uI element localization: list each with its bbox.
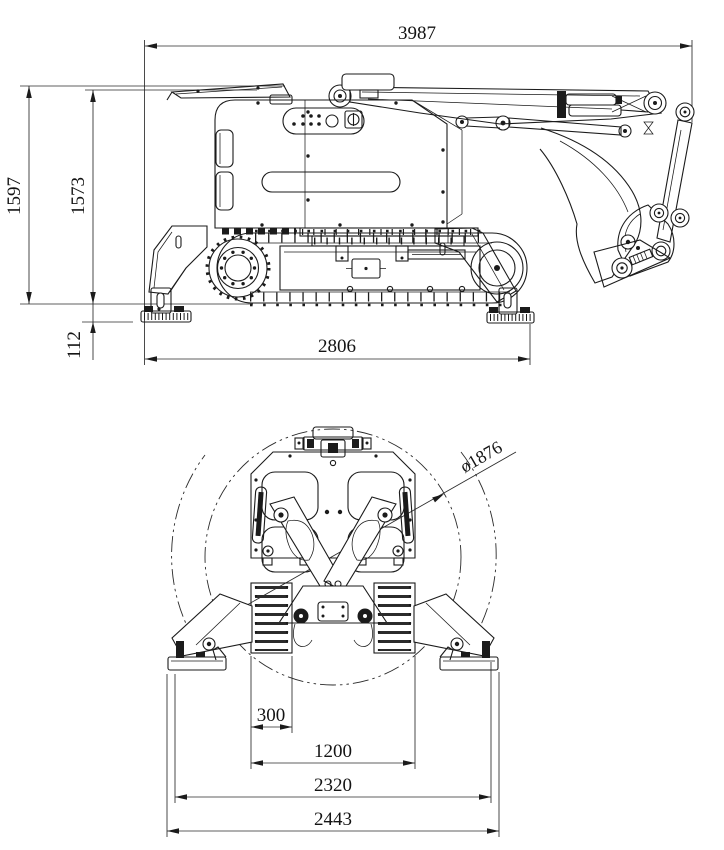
dim-body-height: 1573: [68, 90, 96, 304]
center-bracket: [317, 601, 349, 622]
arm-end-linkage: [593, 91, 695, 288]
dim-track-shoe-width-label: 300: [257, 705, 286, 726]
dim-swing-diameter-label: ø1876: [457, 437, 506, 477]
envelope-arc-right: [460, 451, 497, 649]
hose-loop: [293, 623, 313, 647]
envelope-arc-left: [171, 454, 206, 647]
dim-track-shoe-width: 300: [251, 705, 292, 730]
vent-lower: [215, 171, 234, 211]
swing-envelope: [171, 428, 497, 686]
outrigger-rear: [434, 227, 535, 324]
dim-outrigger-drop: 112: [64, 304, 96, 360]
side-cylinders-top: [251, 486, 415, 557]
top-attachment: [294, 426, 372, 458]
top-view-dimensions: 300 1200 2320 2443: [166, 656, 500, 837]
swing-circle: [204, 428, 462, 686]
boom-arm: [341, 73, 662, 135]
track-assembly-side: [205, 229, 528, 307]
body-slot: [261, 171, 401, 193]
top-view: ø1876: [166, 426, 517, 837]
machine-plan-view: [167, 426, 499, 671]
panel-button: [325, 114, 339, 128]
pin-hatched: [628, 248, 654, 266]
boom-pivot-pulley: [328, 84, 352, 108]
control-panel: [282, 107, 365, 135]
outrigger-right-top: [413, 593, 499, 671]
key-switch: [344, 110, 363, 129]
vent-upper: [215, 129, 234, 168]
folded-arm-top: [269, 496, 397, 647]
dim-outrigger-support-span-label: 2320: [314, 775, 352, 796]
side-view: 3987 1597 1573 112 2806: [4, 23, 695, 365]
dim-support-length: 2806: [145, 336, 530, 362]
outrigger-front: [140, 225, 208, 323]
dim-outrigger-support-span: 2320: [175, 775, 491, 800]
dim-body-height-label: 1573: [68, 177, 89, 215]
dim-overall-width: 2443: [167, 809, 499, 834]
machine-side-elevation: [140, 73, 695, 324]
dim-overall-length: 3987: [145, 23, 692, 49]
marking-symbol: [643, 121, 654, 135]
boom-link-bar: [455, 115, 632, 138]
hose-loop: [353, 623, 373, 647]
idler-wheel: [470, 241, 524, 295]
machine-body: [214, 99, 479, 247]
dim-overall-length-label: 3987: [398, 23, 436, 44]
drive-sprocket: [205, 235, 271, 301]
outrigger-left-top: [167, 593, 253, 671]
dim-track-overall-width: 1200: [251, 741, 415, 766]
dim-overall-height-label: 1597: [4, 177, 25, 215]
dim-track-overall-width-label: 1200: [314, 741, 352, 762]
dim-outrigger-drop-label: 112: [64, 331, 85, 359]
dim-overall-height: 1597: [4, 86, 32, 304]
boom-elbow: [539, 127, 642, 284]
dim-overall-width-label: 2443: [314, 809, 352, 830]
dim-support-length-label: 2806: [318, 336, 356, 357]
